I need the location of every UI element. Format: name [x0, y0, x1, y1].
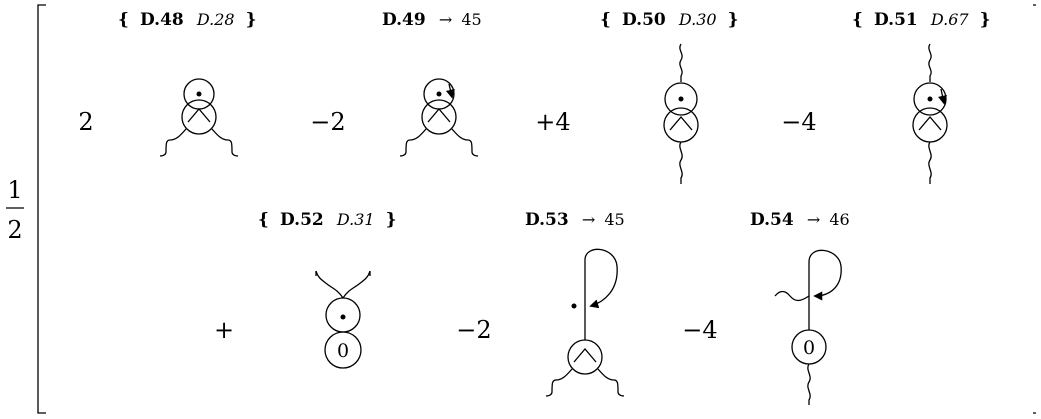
vertex-circle [324, 331, 362, 369]
row2-label-2: D.53 → 45 [525, 210, 625, 230]
feynman-diagram-d53 [545, 248, 625, 397]
loop-arrow [938, 88, 947, 105]
diagram-alias: D.30 [678, 10, 717, 29]
reference-number: 46 [829, 210, 849, 229]
vertex-caret [427, 107, 451, 123]
left-bracket [37, 4, 46, 414]
svg-text:D.54 → 46: D.54 → 46 [750, 210, 850, 230]
vertex-caret [669, 115, 693, 131]
diagram-id: D.51 [874, 10, 918, 30]
fraction-numerator: 1 [7, 176, 22, 204]
label-close-brace: } [728, 10, 739, 30]
vertex-dot [927, 96, 933, 102]
feynman-diagram-d50 [663, 43, 699, 184]
row1-label-4: { D.51 D.67 } [852, 10, 991, 30]
svg-text:D.53 → 45: D.53 → 45 [525, 210, 625, 230]
vertex-zero-label: 0 [803, 337, 815, 359]
fraction-denominator: 2 [7, 216, 22, 244]
feynman-diagram-d48 [159, 78, 239, 157]
wavy-leg-right [211, 128, 239, 157]
tadpole-loop [808, 249, 842, 330]
svg-text:D.49 → 45: D.49 → 45 [382, 10, 482, 30]
vertex-circle [567, 339, 603, 375]
wavy-leg-bottom [679, 141, 683, 184]
big-bracket [37, 4, 1036, 414]
row2-coefficient-1: + [214, 316, 234, 344]
label-open-brace: { [118, 10, 129, 30]
row1-label-1: { D.48 D.28 } [118, 10, 257, 30]
feynman-diagram-d51 [912, 43, 948, 184]
reference-number: 45 [604, 210, 624, 229]
wavy-leg-left [774, 290, 810, 302]
right-bracket-ticks [1033, 4, 1036, 414]
wavy-leg-left [159, 128, 187, 157]
row1-coefficient-2: −2 [310, 108, 345, 136]
label-close-brace: } [386, 210, 397, 230]
svg-text:{ D.52 D.31: { D.52 D.31 } [258, 210, 397, 230]
diagram-id: D.49 [382, 10, 426, 30]
vertex-dot [571, 303, 577, 309]
diagram-id: D.53 [525, 210, 569, 230]
diagram-id: D.48 [140, 10, 184, 30]
diagram-id: D.52 [280, 210, 324, 230]
diagram-alias: D.31 [336, 210, 375, 229]
vertex-circle [181, 99, 217, 135]
label-open-brace: { [258, 210, 269, 230]
wavy-leg-right [342, 270, 371, 299]
svg-text:{ D.50 D.30: { D.50 D.30 } [600, 10, 739, 30]
vertex-caret [918, 115, 942, 131]
loop-arrow [445, 83, 455, 99]
vertex-dot [436, 91, 442, 97]
row1-coefficient-1: 2 [78, 108, 93, 136]
arrow-glyph: → [582, 210, 595, 229]
row2-label-3: D.54 → 46 [750, 210, 850, 230]
prefactor-fraction: 1 2 [6, 176, 24, 244]
diagram-alias: D.67 [930, 10, 970, 29]
loop-circle [664, 82, 698, 116]
wavy-leg-top [928, 43, 932, 82]
vertex-dot [196, 91, 202, 97]
svg-text:{ D.51 D.67: { D.51 D.67 } [852, 10, 991, 30]
vertex-zero-label: 0 [337, 340, 349, 362]
diagram-id: D.50 [622, 10, 666, 30]
wavy-leg-left [545, 368, 573, 397]
label-open-brace: { [852, 10, 863, 30]
label-close-brace: } [980, 10, 991, 30]
tadpole-loop [584, 248, 618, 340]
vertex-caret [573, 347, 597, 363]
row1-coefficient-3: +4 [535, 108, 570, 136]
label-open-brace: { [600, 10, 611, 30]
vertex-circle [912, 107, 948, 143]
wavy-leg-left [315, 270, 344, 299]
vertex-circle [663, 107, 699, 143]
reference-number: 45 [461, 10, 481, 29]
wavy-leg-bottom [928, 141, 932, 184]
svg-text:{ D.48 D.28: { D.48 D.28 } [118, 10, 257, 30]
row1-label-2: D.49 → 45 [382, 10, 482, 30]
label-close-brace: } [246, 10, 257, 30]
feynman-diagram-d49 [399, 78, 479, 157]
wavy-leg-right [597, 368, 625, 397]
row1-label-3: { D.50 D.30 } [600, 10, 739, 30]
wavy-leg-right [451, 128, 479, 157]
arrow-glyph: → [439, 10, 452, 29]
wavy-leg-bottom [807, 363, 811, 405]
vertex-caret [187, 107, 211, 123]
arrow-glyph: → [807, 210, 820, 229]
vertex-dot [340, 314, 346, 320]
row2-coefficient-2: −2 [456, 316, 491, 344]
wavy-leg-left [399, 128, 427, 157]
vertex-dot [678, 96, 684, 102]
feynman-diagram-d52: 0 [315, 270, 371, 369]
wavy-leg-top [679, 43, 683, 82]
diagram-alias: D.28 [196, 10, 235, 29]
diagram-id: D.54 [750, 210, 794, 230]
row2-coefficient-3: −4 [682, 316, 717, 344]
row1-coefficient-4: −4 [781, 108, 816, 136]
feynman-diagram-d54: 0 [774, 249, 842, 405]
row2-label-1: { D.52 D.31 } [258, 210, 397, 230]
vertex-circle [421, 99, 457, 135]
